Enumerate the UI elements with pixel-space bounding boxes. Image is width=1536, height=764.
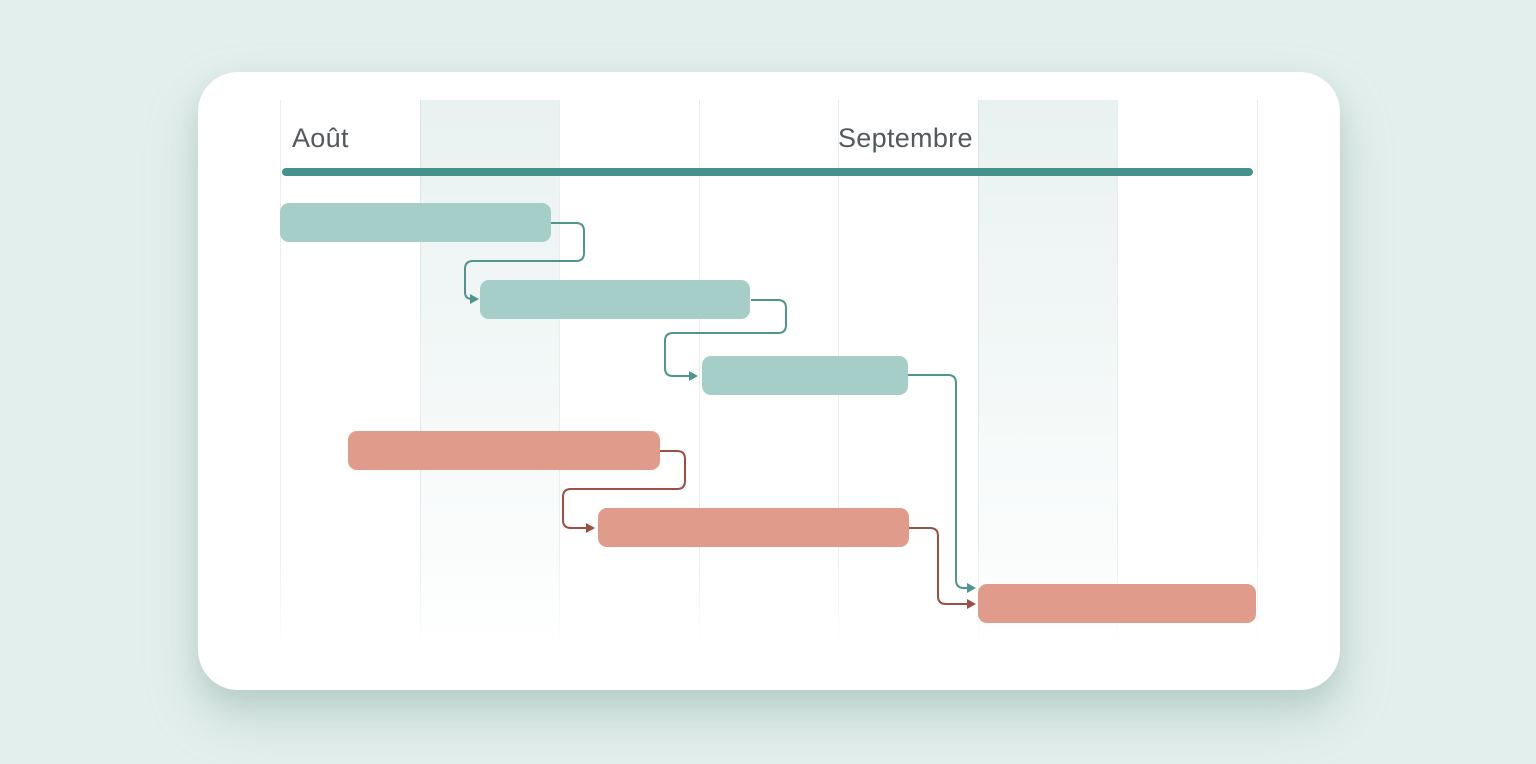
month-label-september: Septembre bbox=[838, 122, 973, 154]
month-label-august: Août bbox=[292, 122, 349, 154]
week-grid-line bbox=[978, 100, 979, 650]
connector-arrowhead-icon bbox=[967, 583, 976, 593]
task-bar-teal-3[interactable] bbox=[702, 356, 909, 395]
timeline-axis bbox=[282, 168, 1253, 176]
connector-arrowhead-icon bbox=[689, 371, 698, 381]
connector-line-salmon-2-to-salmon-3 bbox=[909, 528, 970, 604]
week-grid-line bbox=[559, 100, 560, 650]
gantt-card: Août Septembre bbox=[198, 72, 1340, 690]
task-bar-salmon-3[interactable] bbox=[978, 584, 1256, 623]
task-bar-teal-2[interactable] bbox=[480, 280, 751, 319]
week-grid-line bbox=[420, 100, 421, 650]
week-highlight-band bbox=[420, 100, 560, 650]
week-grid-line bbox=[1257, 100, 1258, 650]
week-highlight-band bbox=[978, 100, 1118, 650]
connector-line-teal-3-to-salmon-3 bbox=[908, 375, 970, 588]
task-bar-salmon-2[interactable] bbox=[598, 508, 909, 547]
week-grid-line bbox=[1117, 100, 1118, 650]
week-grid-line bbox=[280, 100, 281, 650]
week-grid-line bbox=[699, 100, 700, 650]
task-bar-teal-1[interactable] bbox=[280, 203, 551, 242]
connector-arrowhead-icon bbox=[586, 523, 595, 533]
task-bar-salmon-1[interactable] bbox=[348, 431, 659, 470]
connector-arrowhead-icon bbox=[470, 294, 479, 304]
connector-arrowhead-icon bbox=[967, 599, 976, 609]
